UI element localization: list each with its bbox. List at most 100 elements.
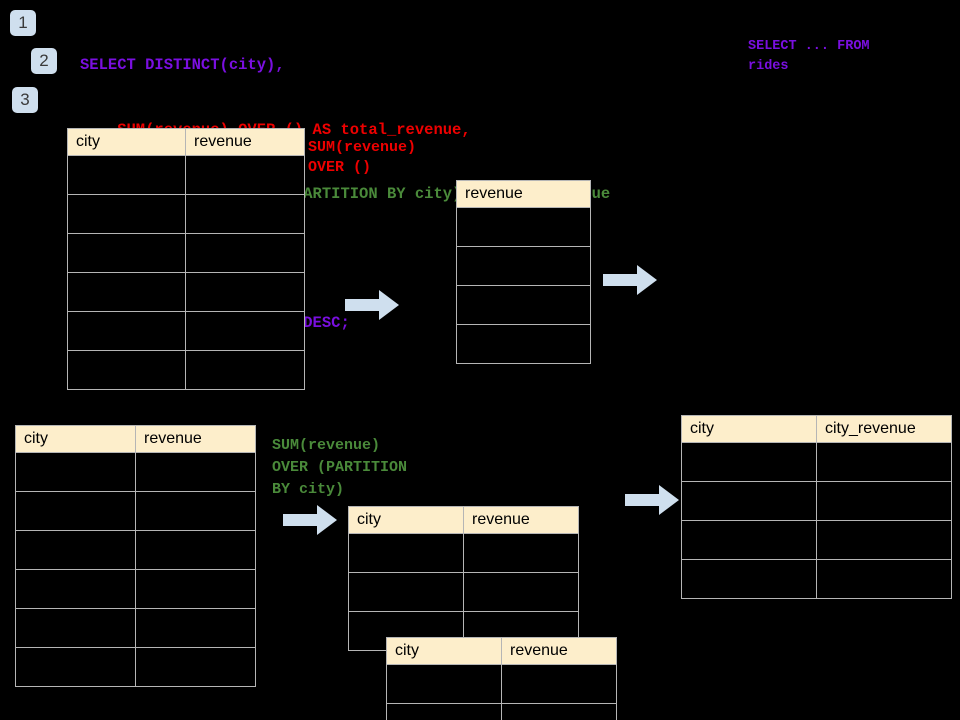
table-row (348, 533, 579, 573)
column-header-revenue: revenue (456, 180, 591, 208)
step-badge-2: 2 (31, 48, 57, 74)
cell-revenue (501, 703, 617, 720)
cell-city-revenue (816, 481, 952, 521)
cell-city (67, 233, 186, 273)
cell-revenue (463, 572, 579, 612)
cell-city (386, 664, 502, 704)
cell-revenue (185, 194, 305, 234)
cell-revenue (185, 272, 305, 312)
rides-source-table-bottom: city revenue (15, 425, 256, 687)
sql-line-select: SELECT DISTINCT(city), (80, 56, 285, 74)
column-header-city: city (386, 637, 502, 665)
cell-revenue (135, 452, 256, 492)
result-table: city city_revenue (681, 415, 952, 599)
cell-revenue (456, 285, 591, 325)
cell-city (681, 442, 817, 482)
cell-city (348, 572, 464, 612)
cell-revenue (501, 664, 617, 704)
arrow-source-to-total (345, 290, 399, 320)
table-row (67, 350, 305, 390)
cell-city (67, 350, 186, 390)
cell-revenue (135, 647, 256, 687)
cell-revenue (135, 608, 256, 648)
table-header-row: city revenue (386, 637, 617, 665)
step-badge-3: 3 (12, 87, 38, 113)
cell-city (15, 647, 136, 687)
table-header-row: city revenue (15, 425, 256, 453)
table-row (386, 703, 617, 720)
cell-revenue (463, 533, 579, 573)
table-row (15, 569, 256, 609)
column-header-revenue: revenue (185, 128, 305, 156)
table-row (681, 559, 952, 599)
cell-revenue (456, 324, 591, 364)
table-row (456, 324, 591, 364)
cell-revenue (185, 233, 305, 273)
cell-city (15, 491, 136, 531)
table-row (67, 311, 305, 351)
column-header-city: city (15, 425, 136, 453)
table-row (15, 452, 256, 492)
table-row (456, 246, 591, 286)
cell-city (15, 452, 136, 492)
cell-city (67, 272, 186, 312)
cell-revenue (185, 155, 305, 195)
partition-group-table-back: city revenue (348, 506, 579, 651)
cell-city-revenue (816, 520, 952, 560)
table-row (681, 481, 952, 521)
partition-group-table-front: city revenue (386, 637, 617, 720)
arrow-partition-to-result (625, 485, 679, 515)
cell-revenue (135, 491, 256, 531)
cell-revenue (135, 530, 256, 570)
annotation-total-revenue: SUM(revenue) OVER () (308, 139, 417, 176)
cell-city (15, 608, 136, 648)
column-header-revenue: revenue (501, 637, 617, 665)
cell-city (67, 194, 186, 234)
table-row (67, 194, 305, 234)
cell-city (681, 559, 817, 599)
cell-city-revenue (816, 442, 952, 482)
annotation-source-select: SELECT ... FROM rides (748, 39, 870, 74)
step-badge-1: 1 (10, 10, 36, 36)
cell-revenue (185, 311, 305, 351)
cell-city (67, 311, 186, 351)
table-row (67, 155, 305, 195)
cell-revenue (135, 569, 256, 609)
column-header-city: city (67, 128, 186, 156)
table-row (15, 647, 256, 687)
cell-city-revenue (816, 559, 952, 599)
table-row (681, 520, 952, 560)
cell-revenue (185, 350, 305, 390)
table-row (15, 491, 256, 531)
column-header-city: city (348, 506, 464, 534)
table-row (681, 442, 952, 482)
cell-city (681, 481, 817, 521)
cell-revenue (456, 207, 591, 247)
arrow-total-to-result (603, 265, 657, 295)
cell-city (15, 569, 136, 609)
table-header-row: city revenue (67, 128, 305, 156)
annotation-city-revenue: SUM(revenue) OVER (PARTITION BY city) (272, 437, 408, 498)
column-header-revenue: revenue (135, 425, 256, 453)
total-revenue-table: revenue (456, 180, 591, 364)
arrow-source-to-partition (283, 505, 337, 535)
table-row (15, 530, 256, 570)
cell-city (386, 703, 502, 720)
table-header-row: city revenue (348, 506, 579, 534)
table-header-row: city city_revenue (681, 415, 952, 443)
cell-city (348, 533, 464, 573)
cell-city (15, 530, 136, 570)
cell-revenue (456, 246, 591, 286)
table-row (67, 233, 305, 273)
column-header-city-revenue: city_revenue (816, 415, 952, 443)
table-header-row: revenue (456, 180, 591, 208)
column-header-revenue: revenue (463, 506, 579, 534)
table-row (386, 664, 617, 704)
rides-source-table-top: city revenue (67, 128, 305, 390)
table-row (348, 572, 579, 612)
table-row (67, 272, 305, 312)
cell-city (67, 155, 186, 195)
table-row (15, 608, 256, 648)
column-header-city: city (681, 415, 817, 443)
